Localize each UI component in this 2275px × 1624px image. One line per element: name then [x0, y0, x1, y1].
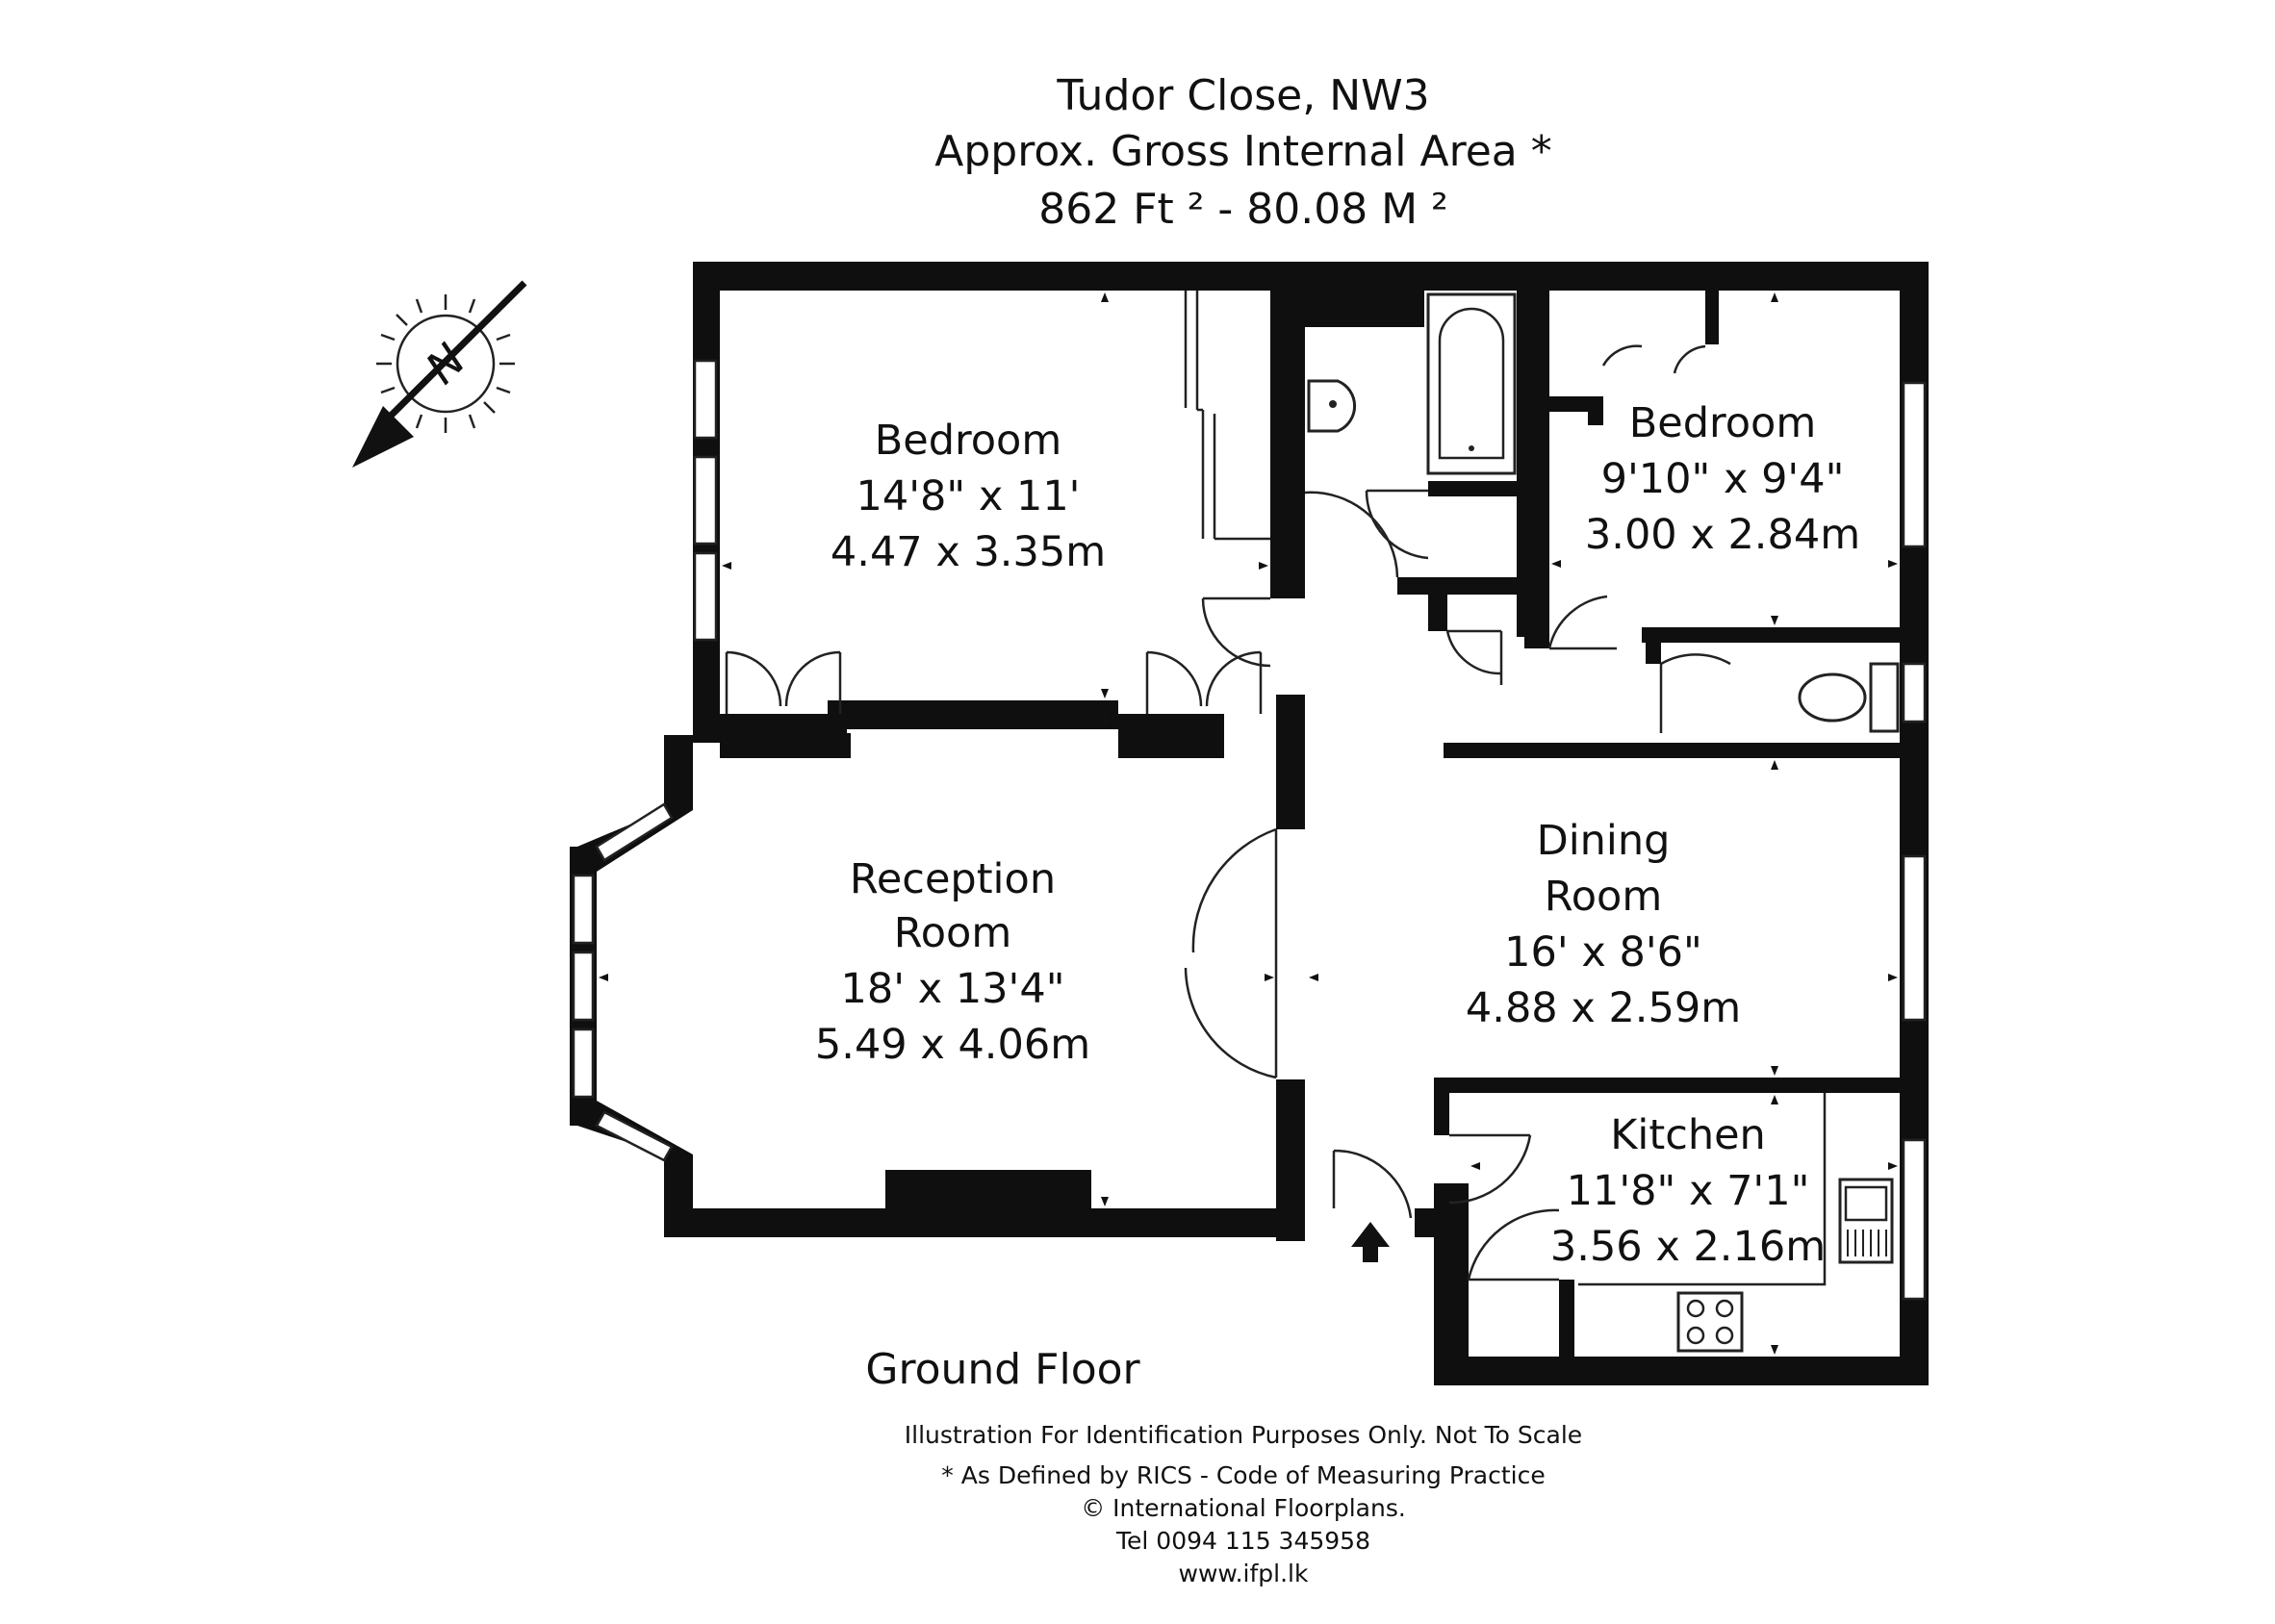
doors: [725, 291, 1731, 1281]
fixtures: [1307, 292, 1900, 1353]
room-imperial: 14'8" x 11': [856, 472, 1081, 520]
room-imperial: 9'10" x 9'4": [1601, 455, 1845, 503]
room-name-line1: Reception: [850, 855, 1056, 903]
property-address: Tudor Close, NW3: [1056, 71, 1429, 120]
footer: Illustration For Identification Purposes…: [905, 1421, 1582, 1587]
copyright-line: © International Floorplans.: [1081, 1494, 1406, 1522]
room-metric: 3.56 x 2.16m: [1550, 1223, 1826, 1271]
toilet-icon: [1798, 662, 1900, 733]
header: Tudor Close, NW3 Approx. Gross Internal …: [934, 71, 1551, 234]
phone-line: Tel 0094 115 345958: [1115, 1527, 1370, 1555]
room-name: Bedroom: [1629, 399, 1817, 447]
hob-icon: [1676, 1291, 1744, 1353]
room-name-line2: Room: [894, 909, 1011, 957]
area-value: 862 Ft ² - 80.08 M ²: [1038, 185, 1448, 234]
rics-line: * As Defined by RICS - Code of Measuring…: [941, 1461, 1545, 1489]
room-bedroom-1: Bedroom 14'8" x 11' 4.47 x 3.35m: [831, 417, 1106, 576]
room-name: Kitchen: [1610, 1111, 1766, 1159]
room-name-line1: Dining: [1537, 817, 1671, 865]
bath-icon: [1426, 292, 1517, 475]
floor-label: Ground Floor: [865, 1345, 1140, 1394]
room-metric: 4.47 x 3.35m: [831, 528, 1106, 576]
room-imperial: 18' x 13'4": [841, 965, 1065, 1013]
room-metric: 5.49 x 4.06m: [815, 1021, 1090, 1069]
room-metric: 3.00 x 2.84m: [1585, 511, 1860, 559]
room-metric: 4.88 x 2.59m: [1466, 984, 1741, 1032]
sink-icon: [1838, 1178, 1894, 1264]
room-dining: Dining Room 16' x 8'6" 4.88 x 2.59m: [1466, 817, 1741, 1032]
windows: [572, 359, 1927, 1301]
room-name-line2: Room: [1545, 873, 1662, 921]
room-bedroom-2: Bedroom 9'10" x 9'4" 3.00 x 2.84m: [1585, 399, 1860, 559]
compass-north-icon: N: [352, 280, 527, 468]
entrance-arrow-icon: [1351, 1222, 1390, 1262]
room-reception: Reception Room 18' x 13'4" 5.49 x 4.06m: [815, 855, 1090, 1069]
washbasin-icon: [1307, 379, 1357, 433]
disclaimer-line: Illustration For Identification Purposes…: [905, 1421, 1582, 1449]
room-name: Bedroom: [875, 417, 1062, 465]
area-label: Approx. Gross Internal Area *: [934, 127, 1551, 176]
room-imperial: 11'8" x 7'1": [1567, 1167, 1810, 1215]
room-kitchen: Kitchen 11'8" x 7'1" 3.56 x 2.16m: [1550, 1111, 1826, 1271]
website-link[interactable]: www.ifpl.lk: [1179, 1560, 1309, 1587]
kitchen-counter: [1578, 1093, 1827, 1286]
room-imperial: 16' x 8'6": [1504, 928, 1702, 977]
dimension-markers: [599, 292, 1898, 1355]
